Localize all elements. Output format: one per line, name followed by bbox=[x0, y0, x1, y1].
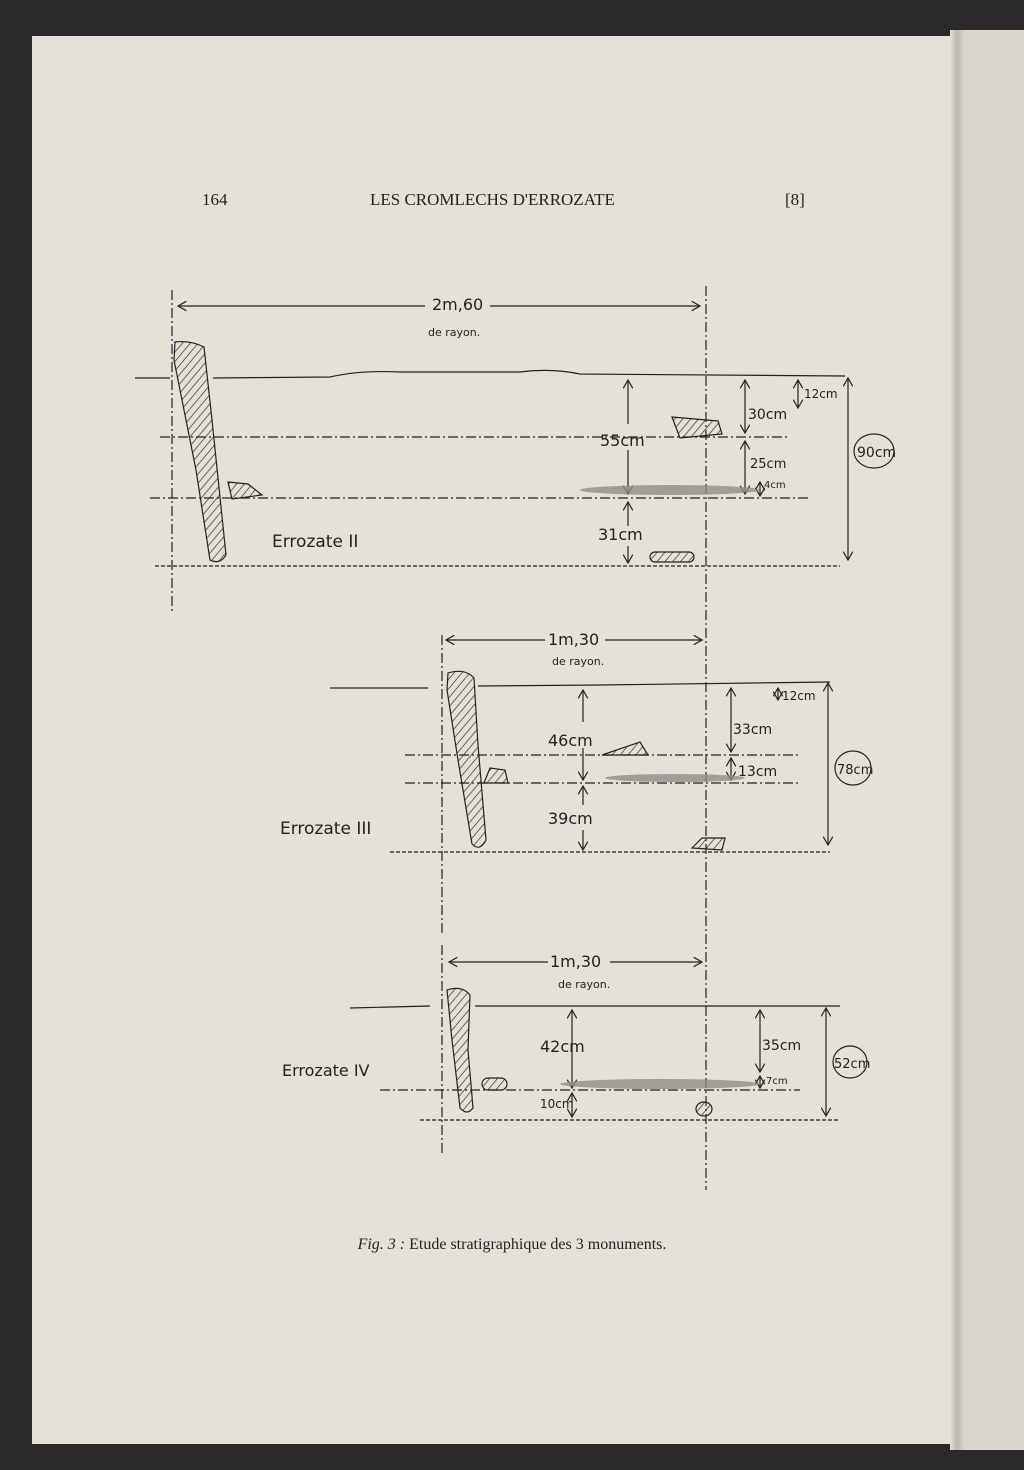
radius-note-iii: de rayon. bbox=[552, 655, 604, 668]
figure-stroke bbox=[853, 433, 895, 469]
figure-stroke bbox=[481, 1077, 508, 1091]
figure-stroke bbox=[173, 340, 227, 563]
figure-stroke bbox=[690, 837, 726, 851]
measure-label: 12cm bbox=[782, 689, 816, 703]
measure-label: 31cm bbox=[598, 525, 643, 544]
figure-stroke bbox=[349, 1005, 840, 1009]
gravel-layer-iv bbox=[560, 1079, 760, 1089]
running-title: LES CROMLECHS D'ERROZATE bbox=[370, 190, 615, 209]
measure-label: 33cm bbox=[733, 722, 772, 738]
measure-label: 35cm bbox=[762, 1038, 801, 1054]
gravel-layer-ii bbox=[580, 485, 760, 495]
figure-stroke bbox=[483, 767, 509, 784]
total-depth-ii: 90cm bbox=[857, 445, 896, 461]
measure-label: 7cm bbox=[766, 1076, 788, 1087]
figure-stroke bbox=[832, 1045, 868, 1079]
measure-label: 46cm bbox=[548, 731, 593, 750]
facing-page-edge bbox=[962, 30, 1024, 1450]
figure-stroke bbox=[671, 416, 723, 439]
total-depth-iii: 78cm bbox=[837, 763, 873, 778]
measure-label: 39cm bbox=[548, 809, 593, 828]
figure-caption: Fig. 3 : Etude stratigraphique des 3 mon… bbox=[0, 1236, 1024, 1254]
section-number: [8] bbox=[785, 190, 805, 209]
measure-label: 25cm bbox=[750, 457, 786, 472]
figure-stroke bbox=[446, 670, 487, 848]
figure-stroke bbox=[330, 681, 831, 689]
figure-stroke bbox=[560, 485, 760, 1089]
monument-name-ii: Errozate II bbox=[272, 532, 358, 552]
radius-label-ii: 2m,60 bbox=[432, 295, 483, 314]
radius-label-iv: 1m,30 bbox=[550, 952, 601, 971]
figure-stroke bbox=[695, 1101, 713, 1117]
radius-note-ii: de rayon. bbox=[428, 326, 480, 339]
total-depth-iv: 52cm bbox=[834, 1057, 870, 1072]
monument-name-iv: Errozate IV bbox=[282, 1061, 370, 1080]
figure-stroke bbox=[834, 750, 872, 786]
figure-stroke: 2m,60 de rayon. Errozate II 55cm 31cm 30… bbox=[272, 295, 896, 1111]
document-page bbox=[32, 36, 960, 1444]
book-gutter bbox=[950, 30, 964, 1450]
figure-stroke bbox=[135, 369, 846, 379]
figure-stroke bbox=[227, 481, 264, 500]
measure-label: 30cm bbox=[748, 407, 787, 423]
gravel-layer-iii bbox=[605, 774, 745, 782]
measure-label: 55cm bbox=[600, 431, 645, 450]
measure-label: 13cm bbox=[738, 764, 777, 780]
measure-label: 12cm bbox=[804, 387, 838, 401]
caption-text: Etude stratigraphique des 3 monuments. bbox=[409, 1236, 667, 1253]
radius-note-iv: de rayon. bbox=[558, 978, 610, 991]
measure-label: 42cm bbox=[540, 1037, 585, 1056]
measure-label: 10cm bbox=[540, 1097, 574, 1111]
radius-label-iii: 1m,30 bbox=[548, 630, 599, 649]
figure-stroke bbox=[135, 286, 895, 1190]
caption-label: Fig. 3 : bbox=[357, 1236, 406, 1253]
figure-stroke bbox=[601, 741, 650, 756]
measure-label: 4cm bbox=[764, 480, 786, 491]
page-number: 164 bbox=[202, 190, 228, 209]
figure-stroke bbox=[649, 551, 695, 563]
figure-stroke bbox=[446, 987, 474, 1113]
monument-name-iii: Errozate III bbox=[280, 819, 371, 839]
